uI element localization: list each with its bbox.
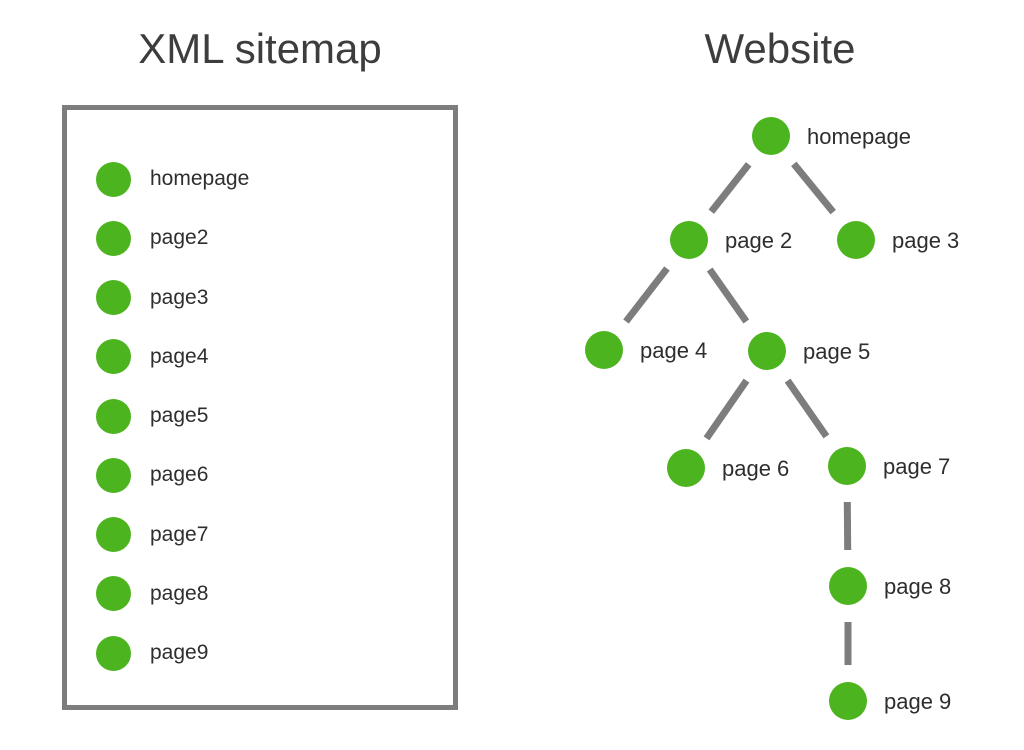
sitemap-item-label: homepage: [150, 167, 250, 190]
sitemap-item-label: page7: [150, 522, 209, 546]
tree-node-label-page4: page 4: [640, 338, 707, 363]
tree-node-icon-homepage: [752, 117, 790, 155]
sitemap-item-label: page2: [150, 226, 209, 250]
page-node-icon: [96, 576, 131, 612]
tree-node-label-page6: page 6: [722, 456, 789, 481]
sitemap-item-label: page6: [150, 463, 209, 487]
sitemap-item: page7: [96, 517, 208, 552]
tree-node-icon-page7: [828, 447, 866, 485]
tree-node-label-homepage: homepage: [807, 124, 911, 149]
tree-node-label-page2: page 2: [725, 228, 792, 253]
tree-edge-page2-page5: [706, 267, 750, 324]
sitemap-item-label: page4: [150, 344, 209, 368]
page-node-icon: [96, 457, 131, 493]
sitemap-item: page5: [96, 398, 209, 434]
tree-node-icon-page2: [670, 221, 708, 259]
xml-sitemap-box: homepage page2 page3 page4 page5 page6 page7 pa…: [62, 105, 458, 710]
tree-node-icon-page8: [829, 567, 867, 605]
sitemap-item: page8: [96, 576, 209, 612]
sitemap-item-label: page3: [150, 285, 209, 309]
tree-node-icon-page9: [829, 682, 867, 720]
tree-node-icon-page5: [748, 332, 786, 370]
page-node-icon: [96, 398, 131, 434]
sitemap-item: page6: [96, 457, 209, 493]
page-node-icon: [96, 339, 131, 375]
page-node-icon: [96, 280, 131, 315]
tree-edge-homepage-page2: [708, 162, 752, 214]
tree-edge-homepage-page3: [791, 161, 836, 215]
tree-edge-page5-page6: [703, 378, 750, 441]
website-title: Website: [704, 25, 856, 72]
tree-node-label-page7: page 7: [883, 454, 950, 479]
tree-node-label-page5: page 5: [803, 339, 870, 364]
tree-node-label-page3: page 3: [892, 228, 959, 253]
page-node-icon: [96, 220, 131, 256]
tree-edge-page5-page7: [784, 378, 830, 439]
sitemap-item: page2: [96, 220, 209, 256]
tree-node-label-page8: page 8: [884, 574, 951, 599]
tree-node-icon-page3: [837, 221, 875, 259]
sitemap-item-label: page5: [150, 404, 209, 427]
page-node-icon: [96, 635, 131, 671]
sitemap-item: page4: [96, 339, 209, 375]
page-node-icon: [96, 161, 131, 197]
tree-node-label-page9: page 9: [884, 689, 951, 714]
sitemap-item: page3: [96, 280, 208, 315]
sitemap-item-label: page9: [150, 641, 209, 664]
sitemap-item: page9: [96, 635, 209, 671]
sitemap-item-label: page8: [150, 581, 209, 605]
tree-node-icon-page4: [585, 331, 623, 369]
xml-sitemap-title: XML sitemap: [138, 25, 382, 72]
tree-node-icon-page6: [667, 449, 705, 487]
sitemap-item: homepage: [96, 161, 250, 197]
tree-edge-page2-page4: [623, 266, 670, 324]
page-node-icon: [96, 517, 131, 552]
